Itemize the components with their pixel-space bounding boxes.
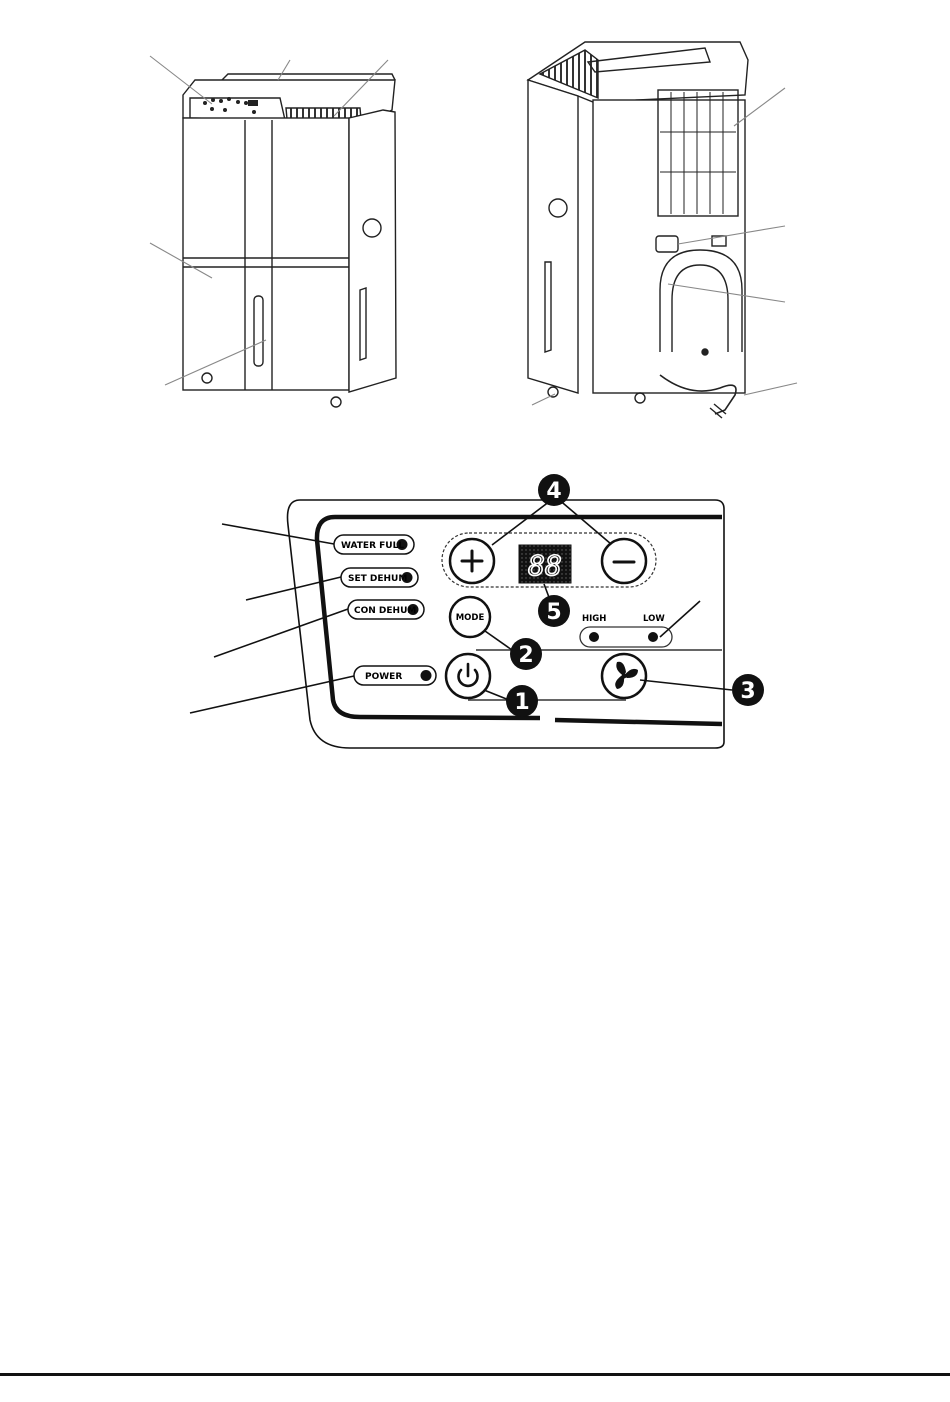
mode-label: MODE xyxy=(456,613,485,623)
minus-button[interactable] xyxy=(602,539,646,583)
water-full-label: WATER FULL xyxy=(341,541,404,551)
low-led xyxy=(648,632,658,642)
con-dehum-label: CON DEHUM xyxy=(354,606,416,616)
callout-3-number: 3 xyxy=(740,679,755,704)
high-led xyxy=(589,632,599,642)
footer-rule xyxy=(0,1373,950,1376)
low-label: LOW xyxy=(643,614,665,624)
control-panel: WATER FULL SET DEHUM CON DEHUM POWER MOD… xyxy=(190,474,764,748)
set-dehum-label: SET DEHUM xyxy=(348,574,407,584)
callout-2-number: 2 xyxy=(518,643,533,668)
high-label: HIGH xyxy=(582,614,606,624)
display-value: 88 xyxy=(528,549,562,582)
power-led xyxy=(421,670,432,681)
front-view-unit xyxy=(183,74,396,407)
plus-button[interactable] xyxy=(450,539,494,583)
power-label: POWER xyxy=(365,672,402,682)
fan-speed-indicator xyxy=(580,627,672,647)
callout-5-number: 5 xyxy=(546,600,561,625)
fan-button[interactable] xyxy=(602,654,646,698)
callout-4-number: 4 xyxy=(546,479,561,504)
power-button[interactable] xyxy=(446,654,490,698)
rear-view-unit xyxy=(528,42,748,418)
callout-1-number: 1 xyxy=(514,690,529,715)
